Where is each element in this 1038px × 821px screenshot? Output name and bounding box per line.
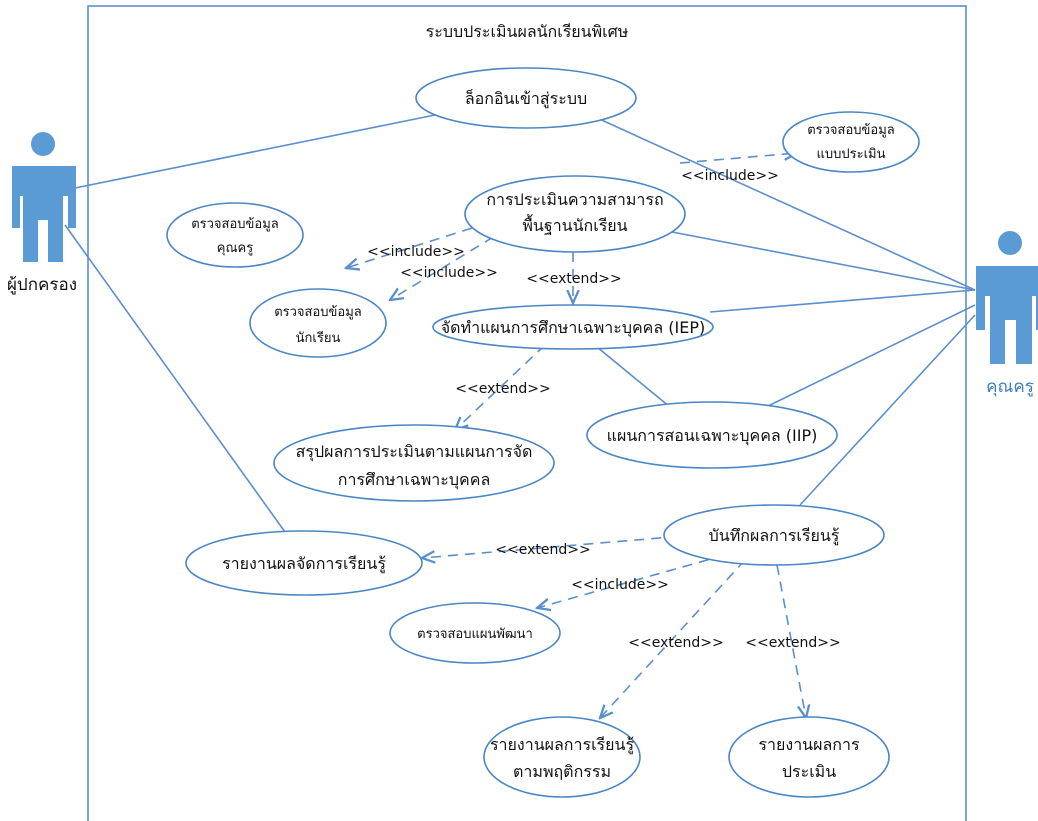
assoc-assess-teacher <box>671 231 976 291</box>
svg-text:การศึกษาเฉพาะบุคคล: การศึกษาเฉพาะบุคคล <box>338 470 491 490</box>
actor-teacher-icon <box>976 231 1038 364</box>
dep-extend-summary <box>455 344 546 430</box>
use-case-summary[interactable]: สรุปผลการประเมินตามแผนการจัด การศึกษาเฉพ… <box>273 424 555 502</box>
svg-text:นักเรียน: นักเรียน <box>296 330 341 346</box>
svg-text:รายงานผลการเรียนรู้: รายงานผลการเรียนรู้ <box>490 735 635 755</box>
use-case-login[interactable]: ล็อกอินเข้าสู่ระบบ <box>415 67 637 129</box>
svg-text:รายงานผลจัดการเรียนรู้: รายงานผลจัดการเรียนรู้ <box>222 554 386 574</box>
svg-text:ตรวจสอบแผนพัฒนา: ตรวจสอบแผนพัฒนา <box>417 627 533 642</box>
system-boundary <box>87 5 967 821</box>
svg-text:ตรวจสอบข้อมูล: ตรวจสอบข้อมูล <box>807 123 895 138</box>
dep-extend-report-eval <box>776 564 806 718</box>
label-include-1: <<include>> <box>681 168 779 184</box>
stereotype-labels: <<include>> <<include>> <<include>> <<ex… <box>367 168 841 651</box>
svg-text:สรุปผลการประเมินตามแผนการจัด: สรุปผลการประเมินตามแผนการจัด <box>296 442 533 462</box>
assoc-login-teacher <box>594 116 976 291</box>
svg-text:รายงานผลการ: รายงานผลการ <box>758 735 860 754</box>
actor-parent-icon <box>12 132 76 262</box>
use-case-check-teacher[interactable]: ตรวจสอบข้อมูล คุณครู <box>166 202 304 268</box>
svg-text:บันทึกผลการเรียนรู้: บันทึกผลการเรียนรู้ <box>709 526 840 546</box>
svg-text:คุณครู: คุณครู <box>217 241 253 256</box>
label-extend-1: <<extend>> <box>526 271 621 287</box>
assoc-parent-report-learning <box>64 224 286 533</box>
actor-teacher[interactable]: คุณครู <box>976 231 1038 397</box>
use-case-report-behavior[interactable]: รายงานผลการเรียนรู้ ตามพฤติกรรม <box>483 716 641 798</box>
svg-text:ประเมิน: ประเมิน <box>782 762 836 781</box>
svg-text:ตรวจสอบข้อมูล: ตรวจสอบข้อมูล <box>191 217 279 232</box>
svg-text:ตามพฤติกรรม: ตามพฤติกรรม <box>513 762 611 781</box>
use-case-check-form[interactable]: ตรวจสอบข้อมูล แบบประเมิน <box>782 111 920 173</box>
system-title: ระบบประเมินผลนักเรียนพิเศษ <box>426 22 629 41</box>
assoc-parent-login <box>74 114 436 189</box>
svg-text:ล็อกอินเข้าสู่ระบบ: ล็อกอินเข้าสู่ระบบ <box>465 88 587 109</box>
label-extend-5: <<extend>> <box>745 635 840 651</box>
dep-include-check-student <box>390 227 509 300</box>
assoc-iip-teacher <box>765 304 976 408</box>
use-case-record[interactable]: บันทึกผลการเรียนรู้ <box>663 504 885 566</box>
assoc-iep-teacher <box>709 289 976 313</box>
svg-text:จัดทำแผนการศึกษาเฉพาะบุคคล (IE: จัดทำแผนการศึกษาเฉพาะบุคคล (IEP) <box>441 318 705 338</box>
associations <box>64 114 976 533</box>
assoc-iep-iip <box>596 346 671 408</box>
svg-text:การประเมินความสามารถ: การประเมินความสามารถ <box>486 190 663 209</box>
actor-parent-label: ผู้ปกครอง <box>7 275 77 295</box>
svg-text:แบบประเมิน: แบบประเมิน <box>817 147 886 162</box>
use-case-check-student[interactable]: ตรวจสอบข้อมูล นักเรียน <box>249 288 387 358</box>
dep-include-check-form <box>679 153 797 164</box>
dep-extend-report-learning <box>422 534 696 558</box>
dep-extend-report-behavior <box>600 559 746 718</box>
svg-text:พื้นฐานนักเรียน: พื้นฐานนักเรียน <box>522 214 627 235</box>
use-case-report-learning[interactable]: รายงานผลจัดการเรียนรู้ <box>185 530 423 596</box>
label-extend-4: <<extend>> <box>628 635 723 651</box>
use-case-iep[interactable]: จัดทำแผนการศึกษาเฉพาะบุคคล (IEP) <box>432 304 714 350</box>
dep-include-check-teacher <box>346 222 489 268</box>
actor-teacher-label: คุณครู <box>986 377 1034 397</box>
label-extend-3: <<extend>> <box>495 542 590 558</box>
svg-text:ตรวจสอบข้อมูล: ตรวจสอบข้อมูล <box>274 305 362 320</box>
use-case-check-dev[interactable]: ตรวจสอบแผนพัฒนา <box>389 602 561 664</box>
use-case-iip[interactable]: แผนการสอนเฉพาะบุคคล (IIP) <box>586 401 838 469</box>
dep-include-check-dev <box>537 554 726 608</box>
actor-parent[interactable]: ผู้ปกครอง <box>7 132 77 295</box>
assoc-record-teacher <box>799 314 976 506</box>
label-include-2: <<include>> <box>367 244 465 260</box>
label-extend-2: <<extend>> <box>455 381 550 397</box>
dependencies <box>346 153 806 718</box>
label-include-4: <<include>> <box>571 577 669 593</box>
use-case-assess-ability[interactable]: การประเมินความสามารถ พื้นฐานนักเรียน <box>464 175 686 253</box>
label-include-3: <<include>> <box>400 265 498 281</box>
svg-text:แผนการสอนเฉพาะบุคคล (IIP): แผนการสอนเฉพาะบุคคล (IIP) <box>607 426 818 446</box>
use-case-report-eval[interactable]: รายงานผลการ ประเมิน <box>728 716 890 798</box>
